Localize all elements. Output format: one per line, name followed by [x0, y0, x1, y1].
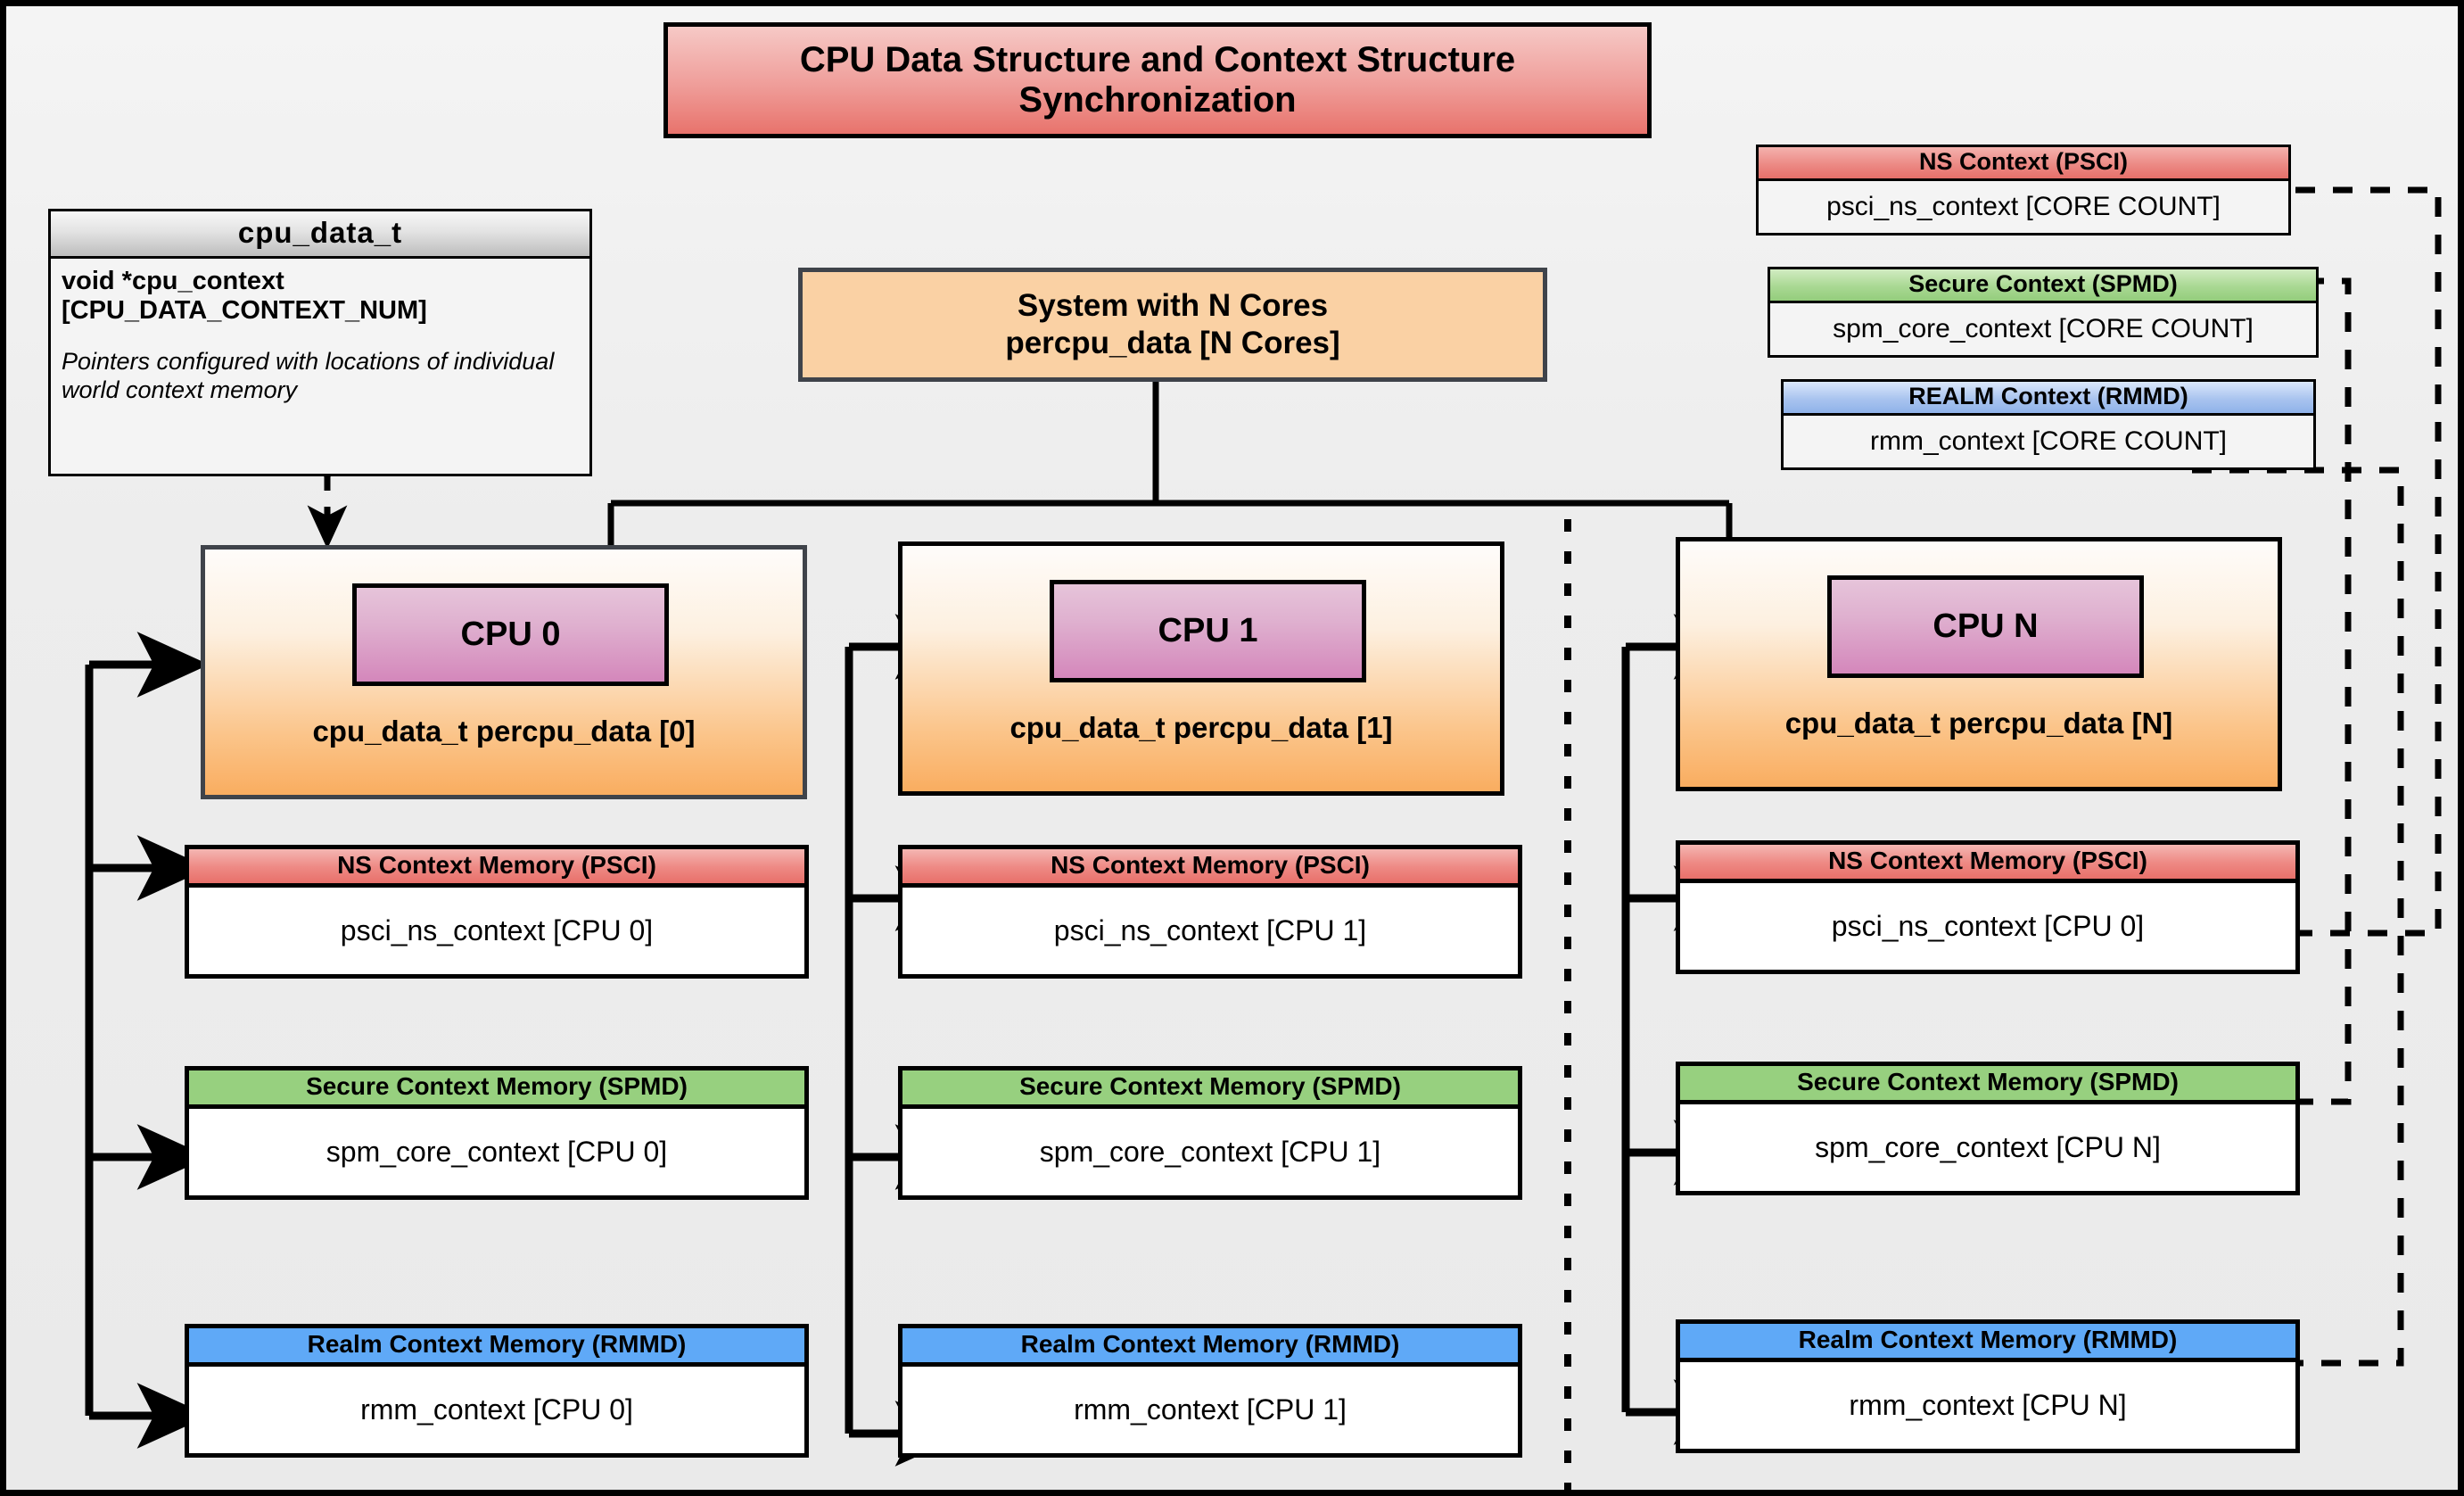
cpu1-context-ns-value: psci_ns_context [CPU 1] — [1053, 914, 1367, 946]
cpun-context-ns-value: psci_ns_context [CPU 0] — [1831, 910, 2145, 942]
struct-body: void *cpu_context [CPU_DATA_CONTEXT_NUM]… — [51, 259, 589, 414]
cpu-block-0: CPU 0 cpu_data_t percpu_data [0] — [201, 545, 807, 799]
global-context-realm: REALM Context (RMMD) rmm_context [CORE C… — [1781, 379, 2316, 470]
cpu-block-1: CPU 1 cpu_data_t percpu_data [1] — [898, 541, 1504, 796]
diagram-panel: CPU Data Structure and Context Structure… — [6, 6, 2458, 1490]
cpu-caption-0: cpu_data_t percpu_data [0] — [312, 715, 696, 748]
cpu0-context-ns: NS Context Memory (PSCI) psci_ns_context… — [185, 845, 809, 979]
cpu0-context-secure-header: Secure Context Memory (SPMD) — [189, 1070, 804, 1109]
cpu1-context-secure-value: spm_core_context [CPU 1] — [1039, 1136, 1381, 1168]
cpu1-context-secure-header: Secure Context Memory (SPMD) — [902, 1070, 1518, 1109]
cpu1-context-ns: NS Context Memory (PSCI) psci_ns_context… — [898, 845, 1522, 979]
cpu0-context-realm-value: rmm_context [CPU 0] — [360, 1393, 633, 1426]
system-line-1: System with N Cores — [1017, 288, 1329, 323]
global-context-realm-header: REALM Context (RMMD) — [1784, 382, 2313, 416]
global-context-secure-value: spm_core_context [CORE COUNT] — [1833, 314, 2254, 343]
cpu0-context-realm-header: Realm Context Memory (RMMD) — [189, 1328, 804, 1367]
global-context-secure-header: Secure Context (SPMD) — [1770, 269, 2316, 303]
cpu0-context-ns-header: NS Context Memory (PSCI) — [189, 849, 804, 888]
global-context-ns: NS Context (PSCI) psci_ns_context [CORE … — [1756, 145, 2291, 236]
struct-note: Pointers configured with locations of in… — [62, 348, 555, 404]
cpun-context-ns: NS Context Memory (PSCI) psci_ns_context… — [1676, 840, 2300, 974]
cpu1-context-realm: Realm Context Memory (RMMD) rmm_context … — [898, 1324, 1522, 1458]
global-context-realm-value: rmm_context [CORE COUNT] — [1869, 426, 2228, 456]
struct-title: cpu_data_t — [51, 211, 589, 259]
cpun-context-secure-value: spm_core_context [CPU N] — [1815, 1131, 2161, 1163]
global-context-ns-header: NS Context (PSCI) — [1759, 147, 2288, 181]
cpu0-pointer-fanout — [85, 632, 210, 1449]
cpu-caption-1: cpu_data_t percpu_data [1] — [1009, 711, 1393, 744]
cpu-caption-n: cpu_data_t percpu_data [N] — [1784, 707, 2173, 740]
global-context-secure: Secure Context (SPMD) spm_core_context [… — [1768, 267, 2319, 358]
system-line-2: percpu_data [N Cores] — [1005, 326, 1340, 360]
system-overview-box: System with N Cores percpu_data [N Cores… — [798, 268, 1547, 382]
cpu1-context-ns-header: NS Context Memory (PSCI) — [902, 849, 1518, 888]
cpu-chip-n: CPU N — [1827, 575, 2144, 678]
cpu-data-t-struct: cpu_data_t void *cpu_context [CPU_DATA_C… — [48, 209, 592, 476]
cpun-context-secure: Secure Context Memory (SPMD) spm_core_co… — [1676, 1062, 2300, 1195]
cpu-block-n: CPU N cpu_data_t percpu_data [N] — [1676, 537, 2282, 791]
page-title: CPU Data Structure and Context Structure… — [663, 22, 1652, 138]
cpu0-context-ns-value: psci_ns_context [CPU 0] — [340, 914, 654, 946]
cpun-context-secure-header: Secure Context Memory (SPMD) — [1680, 1066, 2295, 1104]
cpu0-context-secure-value: spm_core_context [CPU 0] — [326, 1136, 668, 1168]
cpun-context-realm: Realm Context Memory (RMMD) rmm_context … — [1676, 1319, 2300, 1453]
cpu0-context-secure: Secure Context Memory (SPMD) spm_core_co… — [185, 1066, 809, 1200]
cpu1-context-realm-header: Realm Context Memory (RMMD) — [902, 1328, 1518, 1367]
cpun-context-ns-header: NS Context Memory (PSCI) — [1680, 845, 2295, 883]
global-context-ns-value: psci_ns_context [CORE COUNT] — [1826, 192, 2221, 221]
cpu0-context-realm: Realm Context Memory (RMMD) rmm_context … — [185, 1324, 809, 1458]
cpu1-context-realm-value: rmm_context [CPU 1] — [1074, 1393, 1347, 1426]
cpun-context-realm-value: rmm_context [CPU N] — [1849, 1389, 2127, 1421]
cpu-chip-1: CPU 1 — [1050, 580, 1366, 682]
struct-field: void *cpu_context [CPU_DATA_CONTEXT_NUM] — [62, 267, 427, 326]
cpu-chip-0: CPU 0 — [352, 583, 669, 686]
cpu1-context-secure: Secure Context Memory (SPMD) spm_core_co… — [898, 1066, 1522, 1200]
cpun-context-realm-header: Realm Context Memory (RMMD) — [1680, 1324, 2295, 1362]
